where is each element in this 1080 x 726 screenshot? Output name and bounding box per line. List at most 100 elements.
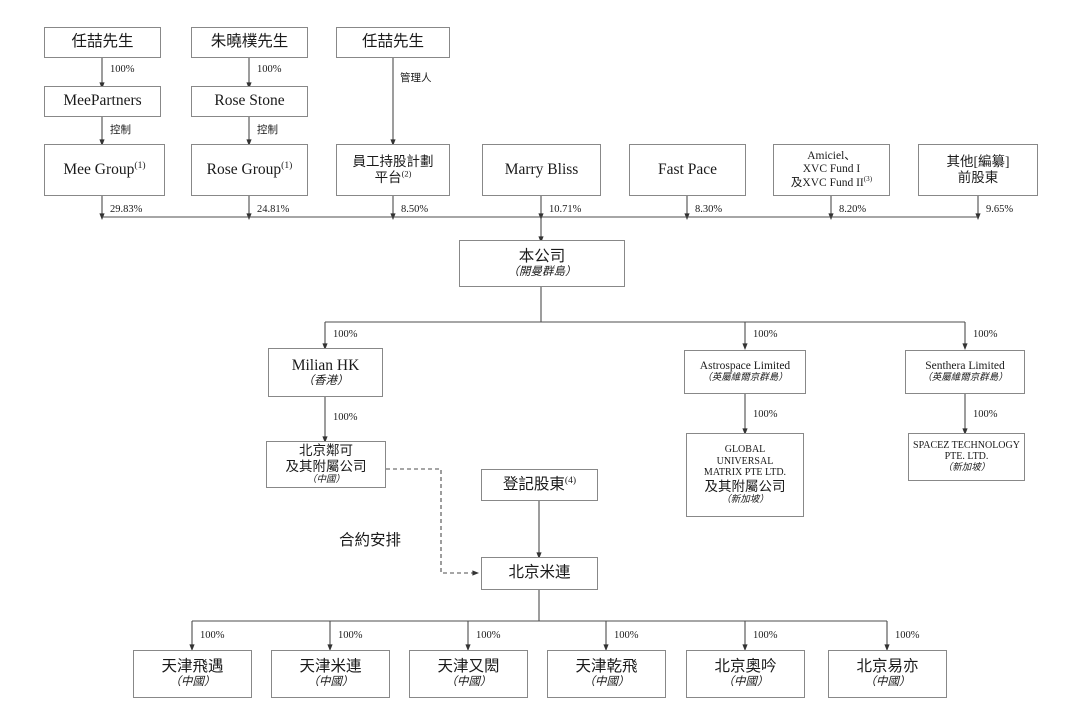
node-label: 本公司: [518, 247, 566, 265]
edge-label-fast-pace-pct: 8.30%: [695, 204, 723, 215]
node-label: Mee Group: [63, 160, 135, 178]
node-label: 員工持股計劃: [352, 154, 434, 170]
node-zhu-xiaopu[interactable]: 朱曉樸先生: [191, 27, 308, 58]
node-label: XVC Fund I: [802, 163, 861, 176]
edge-label-to-tianjin-feiyu: 100%: [200, 630, 225, 641]
node-label: GLOBAL: [724, 443, 766, 455]
node-milian-hk[interactable]: Milian HK （香港）: [268, 348, 383, 397]
node-registered-shareholders[interactable]: 登記股東(4): [481, 469, 598, 501]
edge-label-to-beijing-yiyi: 100%: [895, 630, 920, 641]
edge-label-to-global-universal: 100%: [753, 409, 778, 420]
edge-label-to-beijing-linke: 100%: [333, 412, 358, 423]
node-beijing-aoyin[interactable]: 北京奧吟 （中國）: [686, 650, 805, 698]
node-label: 及其附屬公司: [704, 479, 786, 495]
node-spacez-technology[interactable]: SPACEZ TECHNOLOGY PTE. LTD. （新加坡）: [908, 433, 1025, 481]
edge-label-administrator: 管理人: [400, 73, 432, 84]
node-label: MeePartners: [63, 92, 142, 110]
node-label: 朱曉樸先生: [210, 33, 289, 51]
node-label: 天津飛遇: [161, 658, 224, 676]
node-ren-zhe-1[interactable]: 任喆先生: [44, 27, 161, 58]
node-jurisdiction: （中國）: [583, 676, 630, 689]
node-label: 平台: [374, 170, 402, 185]
node-label: PTE. LTD.: [944, 451, 989, 463]
node-jurisdiction: （中國）: [864, 676, 911, 689]
node-mee-group[interactable]: Mee Group(1): [44, 144, 165, 196]
edge-label-mee-group-pct: 29.83%: [110, 204, 143, 215]
node-amiciel-xvc[interactable]: Amiciel、 XVC Fund I 及XVC Fund II(3): [773, 144, 890, 196]
footnote-marker: (1): [281, 159, 293, 171]
footnote-marker: (3): [863, 174, 873, 183]
node-jurisdiction: （開曼群島）: [507, 265, 577, 278]
node-label: 北京鄰可: [299, 442, 353, 458]
node-senthera-limited[interactable]: Senthera Limited （英屬維爾京群島）: [905, 350, 1025, 394]
footnote-marker: (4): [564, 474, 577, 486]
node-the-company[interactable]: 本公司 （開曼群島）: [459, 240, 625, 287]
edge-label-rose-group-pct: 24.81%: [257, 204, 290, 215]
edge-label-to-tianjin-youkuo: 100%: [476, 630, 501, 641]
footnote-marker: (1): [134, 159, 146, 171]
node-label: Senthera Limited: [925, 359, 1005, 372]
footnote-marker: (2): [401, 169, 412, 179]
node-mee-partners[interactable]: MeePartners: [44, 86, 161, 117]
node-label: SPACEZ TECHNOLOGY: [913, 439, 1020, 451]
edge-label-to-tianjin-qianfei: 100%: [614, 630, 639, 641]
node-jurisdiction: （英屬維爾京群島）: [702, 373, 788, 384]
node-esop-platform[interactable]: 員工持股計劃 平台(2): [336, 144, 450, 196]
node-label: 其他[編纂]: [946, 154, 1010, 170]
edge-label-to-senthera: 100%: [973, 329, 998, 340]
node-label: Fast Pace: [658, 160, 717, 178]
node-jurisdiction: （中國）: [445, 676, 492, 689]
node-label: 北京易亦: [856, 658, 919, 676]
node-label: 前股東: [957, 170, 999, 185]
node-label: 任喆先生: [71, 33, 134, 51]
node-label: Rose Stone: [214, 92, 285, 110]
node-label: 及其附屬公司: [285, 458, 367, 474]
edge-label-to-astrospace: 100%: [753, 329, 778, 340]
node-fast-pace[interactable]: Fast Pace: [629, 144, 746, 196]
edge-label-mee-control: 控制: [110, 125, 131, 136]
node-tianjin-youkuo[interactable]: 天津又閎 （中國）: [409, 650, 528, 698]
node-beijing-milian[interactable]: 北京米連: [481, 557, 598, 590]
node-other-pre-ipo-shareholders[interactable]: 其他[編纂] 前股東: [918, 144, 1038, 196]
node-tianjin-milian[interactable]: 天津米連 （中國）: [271, 650, 390, 698]
node-label: 任喆先生: [361, 33, 424, 51]
node-label: 天津乾飛: [575, 658, 638, 676]
edge-label-mee-100: 100%: [110, 64, 135, 75]
node-label: Milian HK: [291, 356, 360, 374]
node-rose-stone[interactable]: Rose Stone: [191, 86, 308, 117]
node-jurisdiction: （英屬維爾京群島）: [922, 373, 1008, 384]
edge-label-to-spacez: 100%: [973, 409, 998, 420]
node-rose-group[interactable]: Rose Group(1): [191, 144, 308, 196]
node-label: 及XVC Fund II: [790, 176, 864, 189]
node-global-universal-matrix[interactable]: GLOBAL UNIVERSAL MATRIX PTE LTD. 及其附屬公司 …: [686, 433, 804, 517]
node-jurisdiction: （中國）: [306, 474, 345, 485]
node-astrospace-limited[interactable]: Astrospace Limited （英屬維爾京群島）: [684, 350, 806, 394]
node-label: 天津又閎: [437, 658, 500, 676]
edge-label-to-tianjin-milian: 100%: [338, 630, 363, 641]
edge-label-to-milian-hk: 100%: [333, 329, 358, 340]
node-jurisdiction: （新加坡）: [942, 463, 991, 474]
node-label: MATRIX PTE LTD.: [703, 467, 787, 479]
node-label: UNIVERSAL: [716, 455, 774, 467]
node-label: Astrospace Limited: [699, 359, 791, 372]
node-label: 北京奧吟: [714, 658, 777, 676]
node-label: 登記股東: [502, 475, 565, 493]
edge-label-marry-bliss-pct: 10.71%: [549, 204, 582, 215]
node-label: Marry Bliss: [504, 160, 579, 178]
edge-label-esop-pct: 8.50%: [401, 204, 429, 215]
node-jurisdiction: （香港）: [302, 374, 349, 387]
node-ren-zhe-2[interactable]: 任喆先生: [336, 27, 450, 58]
node-tianjin-qianfei[interactable]: 天津乾飛 （中國）: [547, 650, 666, 698]
edge-label-amiciel-pct: 8.20%: [839, 204, 867, 215]
edge-label-other-pct: 9.65%: [986, 204, 1014, 215]
node-jurisdiction: （中國）: [722, 676, 769, 689]
node-beijing-yiyi[interactable]: 北京易亦 （中國）: [828, 650, 947, 698]
edge-label-to-beijing-aoyin: 100%: [753, 630, 778, 641]
node-marry-bliss[interactable]: Marry Bliss: [482, 144, 601, 196]
node-label: 天津米連: [299, 658, 362, 676]
node-label: Amiciel、: [807, 149, 856, 162]
label-contractual-arrangement: 合約安排: [339, 532, 402, 549]
node-beijing-linke[interactable]: 北京鄰可 及其附屬公司 （中國）: [266, 441, 386, 488]
node-tianjin-feiyu[interactable]: 天津飛遇 （中國）: [133, 650, 252, 698]
